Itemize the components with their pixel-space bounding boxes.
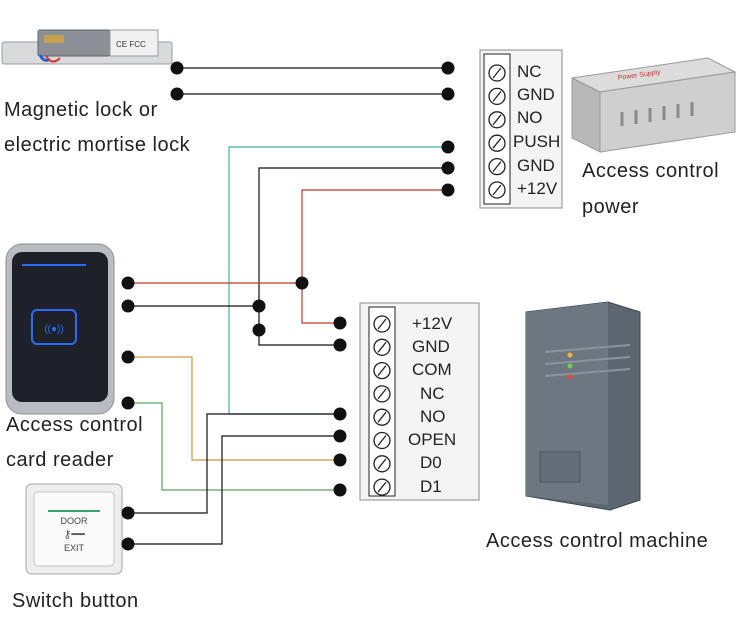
card-reader-image: ((●)) [5,243,115,415]
connection-dot [121,506,135,520]
power-terminal-label: PUSH [513,132,561,151]
connection-dot [333,407,347,421]
machine-terminal-label: NC [420,384,445,403]
connection-dot [252,299,266,313]
svg-text:((●)): ((●)) [44,324,63,335]
red-wire [301,189,448,324]
exit-button-bottom-text: EXIT [64,543,85,553]
connection-dot [170,61,184,75]
power-label-line2: power [582,196,639,218]
screw-slot [377,341,387,353]
power-label-line1: Access control [582,160,720,182]
screw-slot [377,458,387,470]
machine-terminal-label: GND [412,337,450,356]
access-control-machine-image [525,301,641,511]
connection-dot [295,276,309,290]
connection-dot [252,323,266,337]
power-terminal-label: GND [517,85,555,104]
power-terminal-label: +12V [517,179,558,198]
machine-terminal-label: COM [412,360,452,379]
connection-dot [441,140,455,154]
power-terminal-label: NC [517,62,542,81]
connection-dot [441,183,455,197]
connection-dot [441,161,455,175]
screw-slot [492,67,502,79]
connection-dot [333,453,347,467]
card-reader-label-line1: Access control [6,414,144,436]
connection-dot [121,276,135,290]
magnetic-lock-label-line1: Magnetic lock or [4,99,158,121]
connection-dot [333,429,347,443]
black-wire [258,167,448,346]
machine-terminal-label: OPEN [408,430,457,449]
machine-terminal-block [359,302,480,501]
connection-dot [121,299,135,313]
exit-button-image: DOOR ⚷━━ EXIT [25,483,123,575]
black-wire [128,435,340,545]
screw-slot [492,90,502,102]
magnetic-lock-label-line2: electric mortise lock [4,134,191,156]
connection-dot [121,350,135,364]
machine-terminal-label: D0 [420,453,442,472]
screw-slot [377,365,387,377]
connection-dot [121,396,135,410]
connection-dot [333,483,347,497]
screw-slot [492,137,502,149]
machine-terminal-label: +12V [412,314,453,333]
screw-slot [492,114,502,126]
card-reader-label-line2: card reader [6,449,114,471]
black-wire [128,413,340,514]
connection-dot [441,87,455,101]
screw-slot [377,318,387,330]
screw-slot [377,411,387,423]
machine-terminal-label: D1 [420,477,442,496]
green-wire [128,402,340,491]
orange-wire [128,356,340,461]
screw-slot [492,161,502,173]
screw-slot [377,435,387,446]
power-terminal-label: NO [517,108,543,127]
switch-button-label: Switch button [12,590,139,612]
exit-button-top-text: DOOR [61,516,89,526]
connection-dot [441,61,455,75]
connection-dot [333,316,347,330]
connection-dot [170,87,184,101]
screw-slot [377,388,387,400]
connection-dot [121,537,135,551]
power-terminal-label: GND [517,156,555,175]
power-supply-image: Power Supply [570,57,737,153]
key-icon: ⚷━━ [63,529,85,541]
svg-text:CE FCC: CE FCC [116,40,146,49]
machine-terminal-label: NO [420,407,446,426]
screw-slot [377,481,387,493]
screw-slot [492,184,502,196]
magnetic-lock-image: CE FCC [1,29,173,65]
connection-dot [333,338,347,352]
access-machine-label: Access control machine [486,530,709,552]
